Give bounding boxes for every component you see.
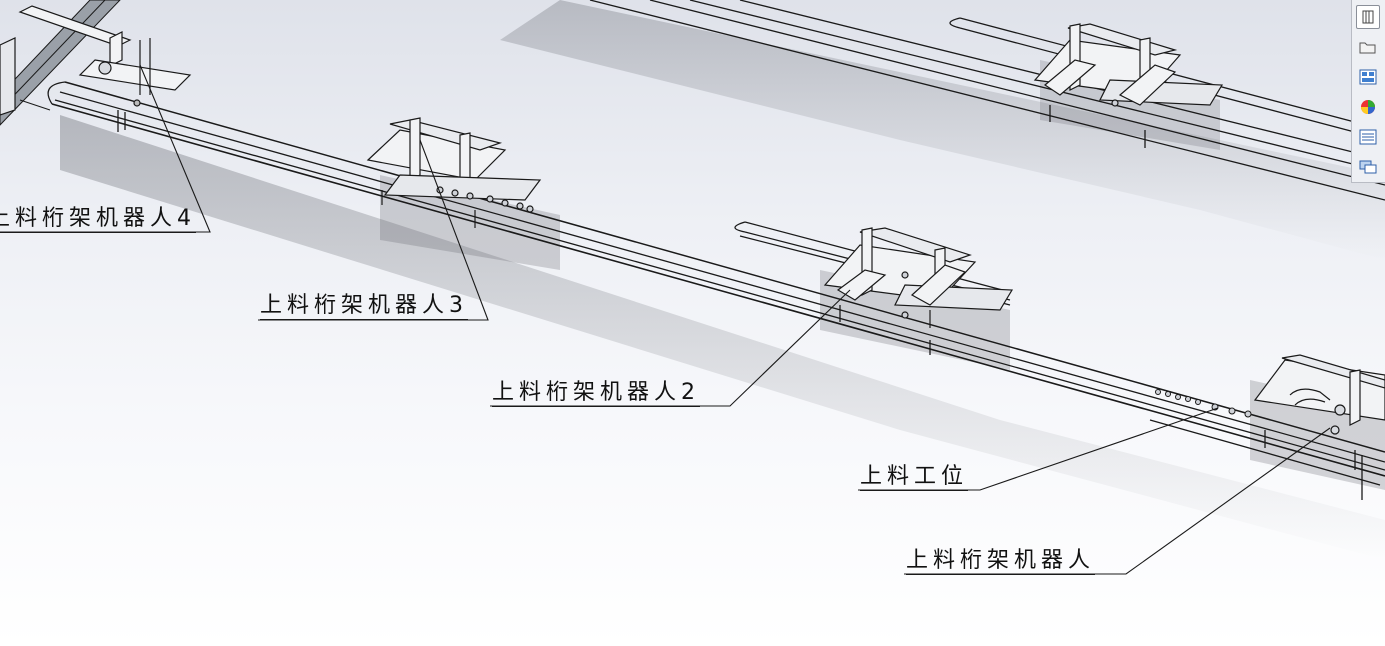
gantry-robot-4[interactable] bbox=[0, 5, 192, 116]
main-track bbox=[47, 81, 1385, 500]
callout-robot-2[interactable]: 上料桁架机器人2 bbox=[492, 380, 700, 407]
forum-icon[interactable] bbox=[1357, 156, 1379, 178]
upper-track bbox=[589, 0, 1385, 201]
task-pane bbox=[1351, 0, 1385, 183]
callout-robot-4[interactable]: 上料桁架机器人4 bbox=[0, 206, 196, 233]
loading-station[interactable] bbox=[1155, 389, 1252, 418]
design-library-icon[interactable] bbox=[1357, 36, 1379, 58]
gantry-robot-3[interactable] bbox=[366, 117, 542, 228]
gantry-robot-2[interactable] bbox=[823, 227, 1014, 328]
file-explorer-icon[interactable] bbox=[1357, 66, 1379, 88]
resources-icon[interactable] bbox=[1356, 5, 1380, 29]
gantry-robot-upper[interactable] bbox=[1033, 23, 1224, 107]
callout-loading-station[interactable]: 上料工位 bbox=[860, 464, 969, 491]
leader-robot3 bbox=[258, 139, 489, 321]
callout-robot[interactable]: 上料桁架机器人 bbox=[906, 548, 1096, 575]
appearances-icon[interactable] bbox=[1357, 96, 1379, 118]
custom-properties-icon[interactable] bbox=[1357, 126, 1379, 148]
callout-robot-3[interactable]: 上料桁架机器人3 bbox=[260, 293, 468, 320]
gantry-robot-1[interactable] bbox=[1253, 354, 1385, 435]
floor-shadows bbox=[60, 0, 1385, 560]
